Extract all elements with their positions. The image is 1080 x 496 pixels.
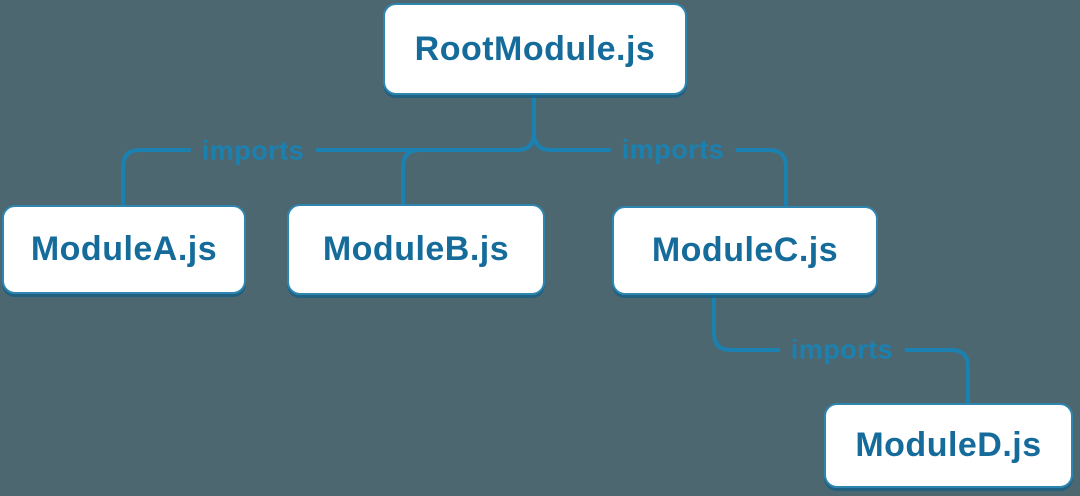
node-moduleC-label: ModuleC.js xyxy=(651,231,839,269)
node-moduleA-label: ModuleA.js xyxy=(30,230,218,268)
node-moduleB-label: ModuleB.js xyxy=(322,230,510,268)
node-moduleC: ModuleC.js xyxy=(612,206,878,295)
node-moduleD-label: ModuleD.js xyxy=(855,426,1042,464)
node-moduleA: ModuleA.js xyxy=(2,205,246,294)
edge-label-imports-moduleC-moduleD: imports xyxy=(779,334,905,366)
edge-label-imports-root-moduleA: imports xyxy=(190,135,316,167)
edge-root-to-moduleB xyxy=(401,90,536,206)
node-rootmodule-label: RootModule.js xyxy=(414,29,656,68)
node-rootmodule: RootModule.js xyxy=(383,3,687,95)
node-moduleD: ModuleD.js xyxy=(824,403,1073,488)
edge-label-imports-root-moduleC: imports xyxy=(610,134,736,166)
node-moduleB: ModuleB.js xyxy=(287,204,545,295)
